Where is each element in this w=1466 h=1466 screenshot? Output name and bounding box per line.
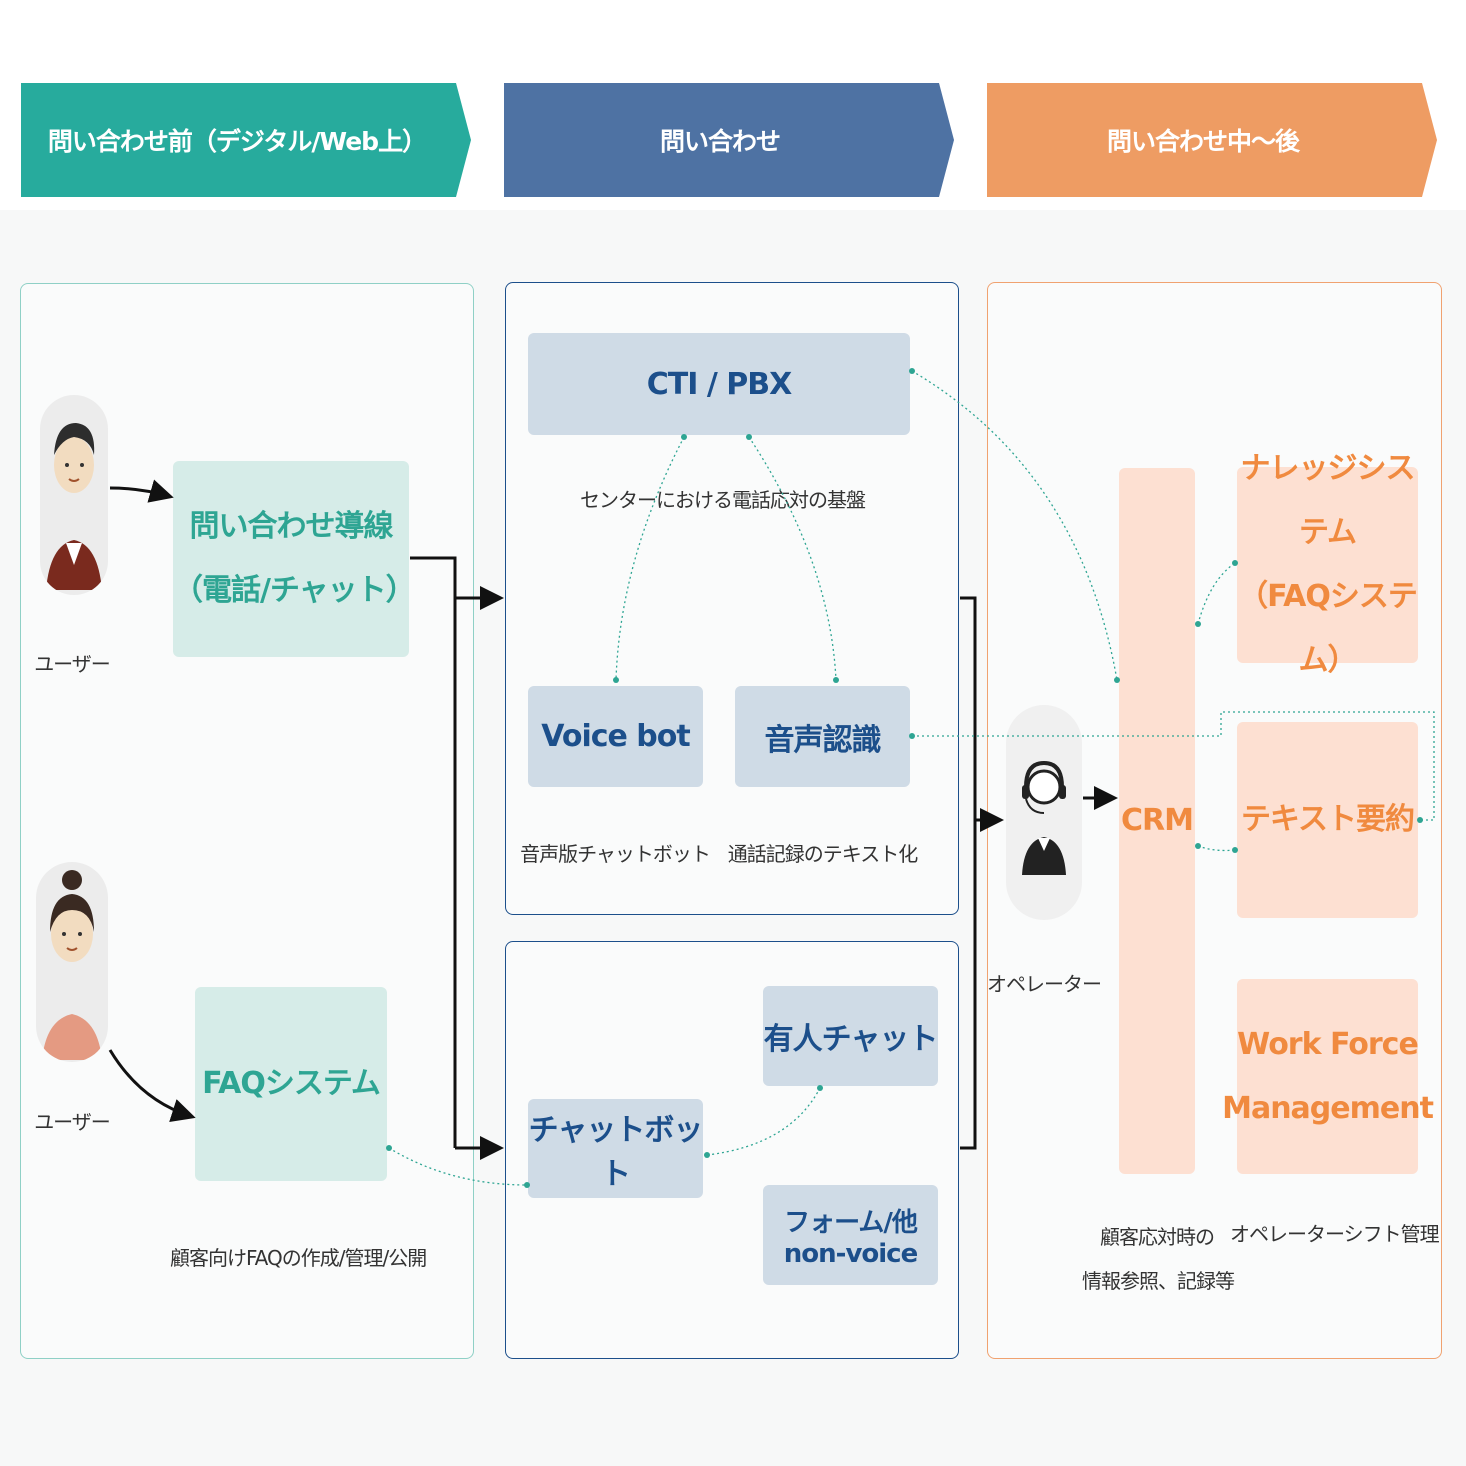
header-before-inquiry-label: 問い合わせ前（デジタル/Web上） [47,127,427,156]
faq-system-label: FAQシステム [202,1066,381,1101]
cti-pbx-caption: センターにおける電話応対の基盤 [580,488,866,512]
link-crm-knowledge [1197,562,1236,625]
crm-label: CRM [1121,803,1194,838]
operator-label: オペレーター [987,972,1102,996]
chatbot-box: チャットボット [528,1099,703,1198]
faq-system-caption: 顧客向けFAQの作成/管理/公開 [170,1246,427,1270]
bracket-inquiry-channel [410,556,457,1148]
form-nonvoice-label: フォーム/他non-voice [783,1207,918,1269]
human-chat-box: 有人チャット [763,986,938,1086]
crm-caption-line1: 顧客応対時の [1100,1225,1215,1249]
arrow-user2-to-faq [108,1049,196,1122]
link-crm-summary [1197,845,1236,852]
bracket-to-operator [960,596,977,1150]
operator-avatar [1006,705,1082,920]
link-speech-summary [912,711,1435,821]
arrow-user1-to-inquiry [109,479,174,503]
user-label-1: ユーザー [34,652,111,676]
cti-pbx-label: CTI / PBX [646,366,792,402]
inquiry-channel-line2: （電話/チャット） [173,573,416,608]
crm-caption: 顧客応対時の 情報参照、記録等 [1082,1215,1235,1303]
chatbot-label: チャットボット [528,1112,704,1192]
link-cti-crm [911,370,1118,681]
link-chatbot-humanchat [706,1087,821,1156]
crm-box: CRM [1119,468,1195,1174]
header-before-inquiry: 問い合わせ前（デジタル/Web上） [21,83,471,197]
inquiry-channel-box: 問い合わせ導線 （電話/チャット） [173,461,416,657]
workforce-management-caption: オペレーターシフト管理 [1230,1222,1440,1246]
human-chat-label: 有人チャット [763,1022,939,1057]
header-inquiry-label: 問い合わせ [659,127,781,156]
text-summary-box: テキスト要約 [1237,722,1418,918]
user-avatar-2 [36,862,108,1062]
user-label-2: ユーザー [34,1110,111,1134]
speech-recognition-box: 音声認識 [735,686,910,787]
workforce-management-line2: Management [1222,1090,1434,1126]
voice-bot-caption: 音声版チャットボット [520,842,711,866]
crm-caption-line2: 情報参照、記録等 [1082,1269,1235,1293]
link-faq-chatbot [388,1147,528,1186]
speech-recognition-caption: 通話記録のテキスト化 [727,842,918,866]
voice-bot-label: Voice bot [541,719,690,754]
voice-bot-box: Voice bot [528,686,703,787]
speech-recognition-label: 音声認識 [764,722,882,758]
workforce-management-box: Work Force Management [1222,979,1434,1174]
operator-headset-icon [1022,760,1066,875]
female-user-icon [42,870,102,1060]
cti-pbx-box: CTI / PBX [528,333,910,435]
inquiry-channel-line1: 問い合わせ導線 [189,509,394,544]
knowledge-system-line2: （FAQシステム） [1238,579,1418,678]
link-cti-speech [748,436,837,681]
workforce-management-line1: Work Force [1237,1026,1419,1062]
user-avatar-1 [40,395,108,595]
text-summary-label: テキスト要約 [1240,802,1415,837]
header-during-after-inquiry: 問い合わせ中〜後 [987,83,1437,197]
header-during-after-label: 問い合わせ中〜後 [1106,127,1300,156]
form-nonvoice-box: フォーム/他non-voice [763,1185,938,1285]
male-user-icon [46,423,102,590]
faq-system-box: FAQシステム [195,987,387,1181]
link-cti-voicebot [615,436,685,681]
knowledge-system-line1: ナレッジシステム [1240,451,1416,550]
knowledge-system-box: ナレッジシステム （FAQシステム） [1237,451,1418,678]
header-inquiry: 問い合わせ [504,83,954,197]
